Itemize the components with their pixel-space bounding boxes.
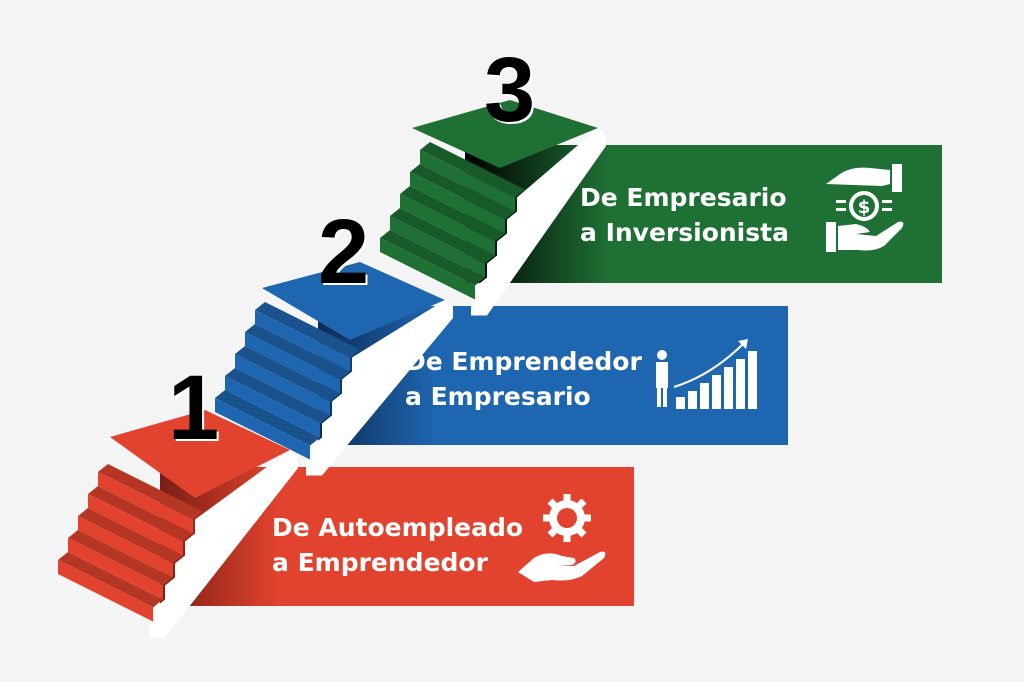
- step-1-label: De Autoempleado a Emprendedor: [272, 513, 524, 577]
- step-2-label: De Emprendedor a Empresario: [405, 347, 642, 411]
- stair-riser: [68, 538, 163, 600]
- stair-riser: [78, 516, 173, 578]
- gear-hand-icon: [518, 494, 606, 582]
- stair-riser: [255, 310, 350, 372]
- stair-tread: [225, 368, 330, 424]
- stair-riser: [420, 150, 515, 212]
- stair-tread: [420, 142, 525, 198]
- stair-side-wall: [306, 300, 453, 476]
- landing-step-3: [412, 100, 598, 168]
- stairs: [58, 100, 606, 638]
- step-number-1: 1: [168, 357, 220, 459]
- stair-tread: [255, 302, 360, 358]
- stair-tread: [400, 186, 505, 242]
- stair-riser: [380, 238, 475, 300]
- stair-riser: [245, 332, 340, 394]
- stair-tread: [390, 208, 495, 264]
- stair-riser: [235, 354, 330, 416]
- stair-tread: [68, 530, 173, 586]
- landing-step-2: [262, 262, 445, 340]
- step-number-3: 3: [484, 39, 536, 141]
- stair-riser: [225, 376, 320, 438]
- money-hands-icon: $: [826, 164, 904, 252]
- growth-chart-icon: [656, 339, 757, 409]
- stair-riser: [215, 398, 310, 460]
- stair-tread: [215, 390, 320, 446]
- stair-tread: [235, 346, 340, 402]
- step-3-label: De Empresario a Inversionista: [580, 183, 789, 247]
- stair-riser: [88, 494, 183, 556]
- stair-riser: [58, 560, 153, 622]
- svg-text:$: $: [858, 197, 871, 218]
- stair-tread: [380, 230, 485, 286]
- stair-riser: [410, 172, 505, 234]
- stair-riser: [390, 216, 485, 278]
- stair-riser: [400, 194, 495, 256]
- stair-tread: [245, 324, 350, 380]
- stair-side-wall: [149, 450, 298, 638]
- stair-tread: [58, 552, 163, 608]
- stair-tread: [410, 164, 515, 220]
- step-number-2: 2: [318, 201, 370, 303]
- stair-tread: [88, 486, 193, 542]
- stair-tread: [78, 508, 183, 564]
- stair-tread: [98, 464, 203, 520]
- stair-riser: [98, 472, 193, 534]
- landing-step-1: [110, 410, 290, 498]
- stair-side-wall: [471, 128, 606, 316]
